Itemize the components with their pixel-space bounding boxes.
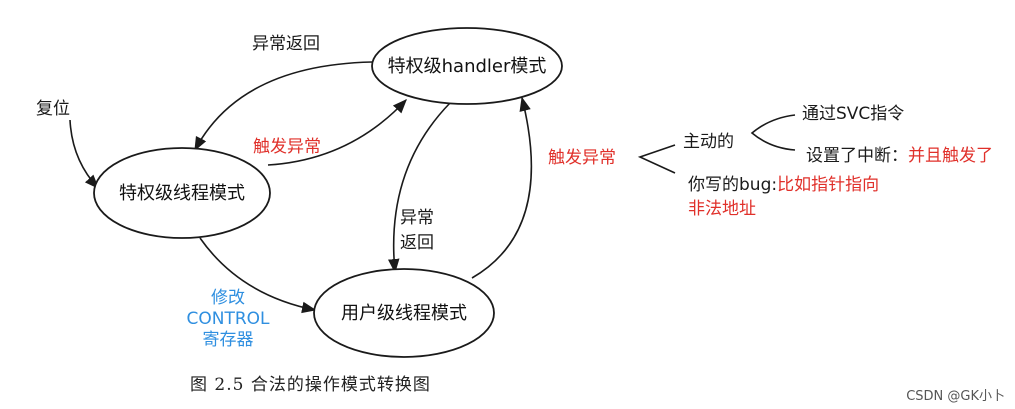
annotation-svc: 通过SVC指令 xyxy=(802,104,904,124)
node-user-thread-mode-label: 用户级线程模式 xyxy=(341,303,467,324)
annotation-interrupt-prefix: 设置了中断： xyxy=(806,146,908,166)
label-reset: 复位 xyxy=(36,99,70,119)
annotation-interrupt-suffix: 并且触发了 xyxy=(908,146,993,166)
node-privileged-thread-mode-label: 特权级线程模式 xyxy=(119,183,245,204)
annotation-bracket-main xyxy=(637,144,676,174)
label-modify-control-line3: 寄存器 xyxy=(203,330,254,350)
label-modify-control-line1: 修改 xyxy=(211,288,245,308)
annotation-bug-suffix-line2: 非法地址 xyxy=(688,199,756,219)
label-exception-return-mid-line1: 异常 xyxy=(400,208,434,228)
watermark: CSDN @GK小卜 xyxy=(906,389,1005,404)
figure-caption: 图 2.5 合法的操作模式转换图 xyxy=(190,375,431,395)
edge-handler-to-user-thread xyxy=(388,102,451,274)
node-privileged-thread-mode xyxy=(93,147,271,239)
label-exception-return-mid-line2: 返回 xyxy=(400,233,434,253)
label-trigger-exception-right: 触发异常 xyxy=(548,148,616,168)
label-modify-control-line2: CONTROL xyxy=(186,309,270,329)
annotation-interrupt: 设置了中断：并且触发了 xyxy=(806,146,993,166)
annotation-bug-suffix-line1: 比如指针指向 xyxy=(777,175,879,195)
annotation-bug-prefix: 你写的bug: xyxy=(688,175,777,195)
edge-privileged-thread-to-user-thread xyxy=(199,237,317,314)
node-handler-mode-label: 特权级handler模式 xyxy=(388,56,547,77)
annotation-active: 主动的 xyxy=(683,132,734,152)
edge-reset-to-privileged-thread xyxy=(69,119,99,190)
label-trigger-exception-left: 触发异常 xyxy=(253,137,321,157)
annotation-bug: 你写的bug:比如指针指向 xyxy=(688,175,879,195)
edge-handler-to-privileged-thread xyxy=(194,61,373,152)
node-user-thread-mode xyxy=(313,268,495,358)
edge-privileged-thread-to-handler xyxy=(267,98,407,166)
node-handler-mode xyxy=(371,27,563,105)
edge-user-thread-to-handler xyxy=(471,96,533,279)
annotation-bracket-active xyxy=(750,114,796,151)
label-exception-return-top: 异常返回 xyxy=(252,34,320,54)
